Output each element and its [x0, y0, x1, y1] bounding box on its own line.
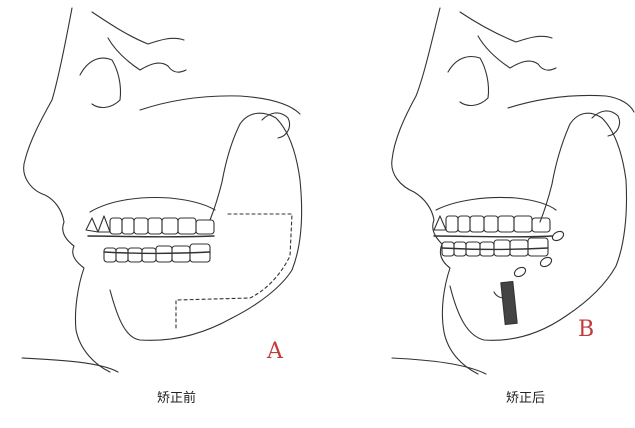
lower-teeth-after — [441, 237, 549, 257]
panel-letter-a: A — [266, 339, 284, 364]
neck-line-after — [391, 357, 487, 375]
neck-line-before — [21, 357, 119, 373]
nasal-bone-after — [477, 35, 557, 71]
maxilla-before — [89, 196, 216, 213]
brow-after — [459, 11, 553, 43]
face-profile-before — [23, 7, 111, 373]
orbit-before — [79, 57, 122, 109]
nasal-bone-before — [107, 37, 187, 73]
archwire-lower-before — [103, 251, 211, 255]
ramus-before — [209, 123, 241, 221]
condyle-after — [591, 110, 621, 137]
orbit-after — [447, 55, 490, 107]
upper-teeth-after — [433, 215, 551, 233]
upper-teeth-before — [85, 215, 215, 235]
archwire-upper-before — [87, 235, 215, 238]
ramus-after — [539, 123, 571, 223]
archwire-upper-after — [433, 235, 553, 238]
cheekbone-before — [139, 95, 301, 115]
cheekbone-after — [507, 94, 635, 113]
condyle-before — [261, 112, 291, 139]
fixation-screws-after — [513, 230, 565, 278]
chin-plate-after — [500, 280, 518, 326]
archwire-lower-after — [441, 247, 549, 251]
caption-after-correction: 矫正后 — [506, 391, 545, 406]
mandible-before — [109, 112, 303, 341]
mandible-after — [449, 112, 628, 341]
maxilla-after — [435, 196, 557, 211]
brow-before — [91, 11, 185, 45]
chin-plate-notch-after — [493, 291, 505, 299]
skull-before-drawing — [21, 7, 303, 373]
panel-letter-b: B — [578, 317, 594, 342]
lower-teeth-before — [103, 243, 211, 263]
caption-before-correction: 矫正前 — [157, 390, 196, 406]
face-profile-after — [391, 7, 479, 375]
skull-after-drawing — [391, 7, 635, 375]
osteotomy-line-before — [175, 213, 293, 329]
